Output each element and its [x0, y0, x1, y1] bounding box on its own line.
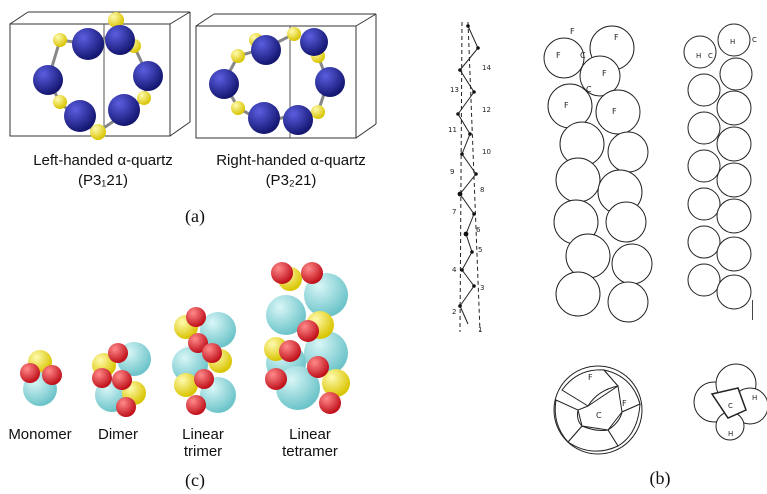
hydrocarbon-end-view: C H H — [693, 363, 767, 441]
svg-text:F: F — [622, 399, 627, 408]
trimer-label-line1: Linear — [182, 426, 224, 443]
silicon-atoms — [33, 25, 163, 132]
svg-text:C: C — [586, 85, 592, 94]
silicon-atoms — [209, 28, 345, 135]
chain-num-5: 5 — [478, 246, 482, 254]
tetramer-label-line1: Linear — [289, 426, 331, 443]
c-label: C — [580, 51, 586, 60]
chain-num-9: 9 — [450, 168, 454, 176]
chain-num-2: 2 — [452, 308, 456, 316]
h-label: H — [730, 38, 735, 46]
svg-text:H: H — [728, 430, 733, 438]
chain-num-14: 14 — [482, 64, 491, 72]
svg-text:F: F — [564, 101, 569, 110]
svg-text:H: H — [696, 52, 701, 60]
panel-c-tag: (c) — [185, 470, 205, 490]
left-quartz-name: Left-handed α-quartz — [33, 152, 173, 169]
svg-text:F: F — [588, 373, 593, 382]
f-label: F — [570, 27, 575, 36]
svg-text:C: C — [728, 402, 733, 410]
dimer-label: Dimer — [98, 426, 138, 443]
chain-num-13: 13 — [450, 86, 459, 94]
chain-num-8: 8 — [480, 186, 484, 194]
chain-num-12: 12 — [482, 106, 491, 114]
frame-line — [752, 300, 753, 320]
right-quartz-name: Right-handed α-quartz — [216, 152, 366, 169]
right-quartz-structure — [195, 13, 377, 139]
trimer-label-line2: trimer — [183, 443, 223, 460]
chain-num-1: 1 — [478, 326, 482, 334]
chain-num-4: 4 — [452, 266, 457, 274]
chain-num-10: 10 — [482, 148, 491, 156]
svg-text:F: F — [602, 69, 607, 78]
hydrocarbon-helix-side: H H C C — [683, 23, 757, 310]
panel-a-tag: (a) — [185, 206, 205, 226]
helical-chain-diagram: 14 13 12 11 10 9 8 7 6 5 4 3 2 1 — [448, 21, 491, 334]
linear-tetramer-model — [264, 262, 350, 414]
tetramer-label-line2: tetramer — [282, 443, 338, 460]
left-quartz-structure — [9, 11, 191, 140]
monomer-model — [20, 350, 62, 406]
svg-text:C: C — [596, 411, 602, 420]
svg-text:F: F — [614, 33, 619, 42]
cluster-models — [20, 262, 350, 417]
linear-trimer-model — [172, 307, 236, 415]
svg-text:F: F — [612, 107, 617, 116]
chain-num-3: 3 — [480, 284, 484, 292]
monomer-label: Monomer — [8, 426, 72, 443]
svg-text:C: C — [708, 52, 713, 60]
right-quartz-group: (P3₂21) — [265, 172, 317, 189]
chain-num-11: 11 — [448, 126, 457, 134]
svg-text:C: C — [752, 36, 757, 44]
left-quartz-group: (P3₁21) — [77, 172, 129, 189]
svg-text:H: H — [752, 394, 757, 402]
svg-text:F: F — [556, 51, 561, 60]
chain-num-6: 6 — [476, 226, 481, 234]
panel-b-tag: (b) — [649, 468, 671, 488]
fluorocarbon-helix-side: F F F C F F F C — [543, 25, 653, 323]
fluorocarbon-end-view: F C F — [553, 365, 643, 455]
chain-num-7: 7 — [452, 208, 456, 216]
dimer-model — [92, 342, 151, 417]
